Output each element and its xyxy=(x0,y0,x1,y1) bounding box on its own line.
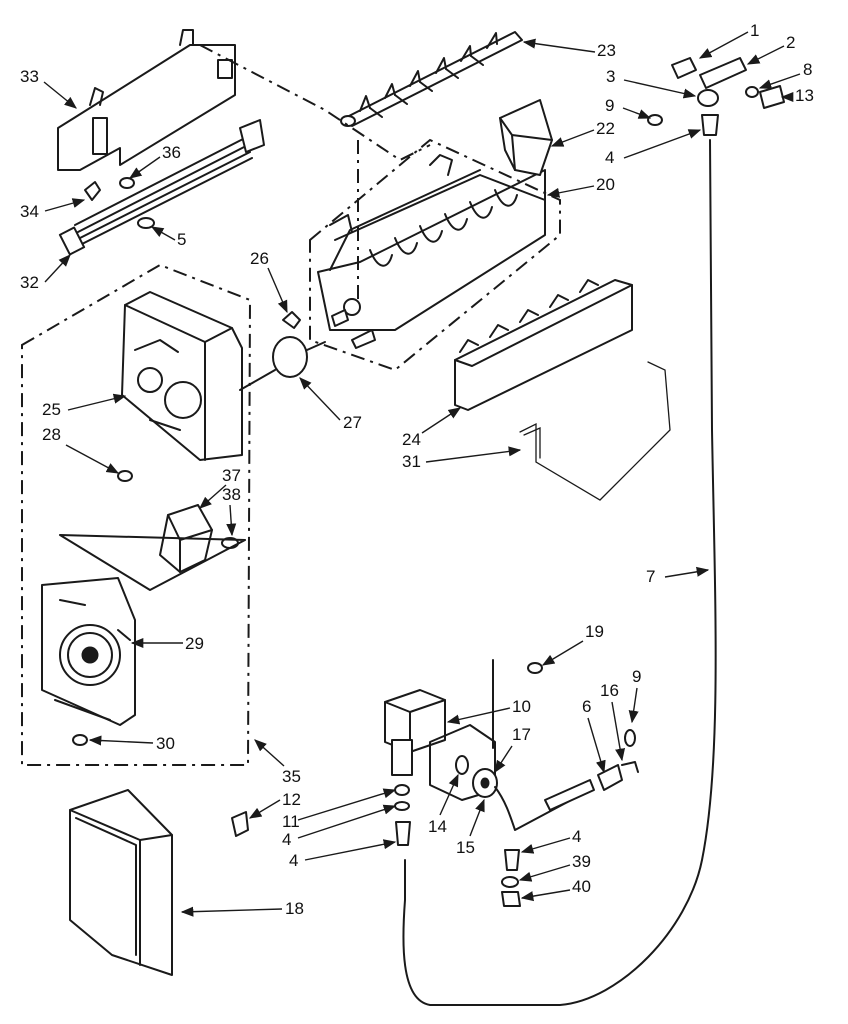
callout-37: 37 xyxy=(222,466,241,485)
callout-20: 20 xyxy=(596,175,615,194)
callout-29: 29 xyxy=(185,634,204,653)
valve-fittings xyxy=(231,784,521,907)
callout-26: 26 xyxy=(250,249,269,268)
callout-8: 8 xyxy=(803,60,812,79)
callout-16: 16 xyxy=(600,681,619,700)
callout-6: 6 xyxy=(582,697,591,716)
water-valve xyxy=(384,659,639,831)
callout-27: 27 xyxy=(343,413,362,432)
assembly-lines xyxy=(199,44,561,372)
callout-28: 28 xyxy=(42,425,61,444)
control-module-group xyxy=(21,263,276,766)
shut-off-arm xyxy=(519,361,671,501)
callout-19: 19 xyxy=(585,622,604,641)
callout-24: 24 xyxy=(402,430,421,449)
callout-12: 12 xyxy=(282,790,301,809)
callout-25: 25 xyxy=(42,400,61,419)
callout-39: 39 xyxy=(572,852,591,871)
callout-13: 13 xyxy=(795,86,814,105)
callout-18: 18 xyxy=(285,899,304,918)
callout-36: 36 xyxy=(162,143,181,162)
stripper xyxy=(454,279,633,411)
motor-coupler xyxy=(272,311,326,378)
mounting-plate-bracket xyxy=(57,29,236,171)
module-mounting-plate xyxy=(41,577,136,746)
callout-11: 11 xyxy=(282,812,300,831)
callout-4-top: 4 xyxy=(605,148,614,167)
callout-35: 35 xyxy=(282,767,301,786)
callout-10: 10 xyxy=(512,697,531,716)
callout-4-low: 4 xyxy=(289,851,298,870)
callout-23: 23 xyxy=(597,41,616,60)
callout-7: 7 xyxy=(646,567,655,586)
fill-cup xyxy=(499,99,553,176)
callout-5: 5 xyxy=(177,230,186,249)
callout-1: 1 xyxy=(750,21,759,40)
callout-2: 2 xyxy=(786,33,795,52)
drive-motor xyxy=(59,504,246,591)
callout-30: 30 xyxy=(156,734,175,753)
callout-22: 22 xyxy=(596,119,615,138)
callout-4-mid: 4 xyxy=(282,830,291,849)
callout-15: 15 xyxy=(456,838,475,857)
callout-34: 34 xyxy=(20,202,39,221)
ejector-blade xyxy=(340,31,523,127)
callout-3: 3 xyxy=(606,67,615,86)
filter-box xyxy=(69,789,173,976)
callout-17: 17 xyxy=(512,725,531,744)
callout-14: 14 xyxy=(428,817,447,836)
callout-32: 32 xyxy=(20,273,39,292)
callout-9-top: 9 xyxy=(605,96,614,115)
callout-9-right: 9 xyxy=(632,667,641,686)
callouts: 1 2 3 8 13 9 4 22 20 23 33 36 34 5 32 26… xyxy=(20,21,814,918)
water-fill-tube xyxy=(402,57,785,1006)
callout-31: 31 xyxy=(402,452,421,471)
callout-40: 40 xyxy=(572,877,591,896)
wiring-harness xyxy=(58,119,265,256)
callout-33: 33 xyxy=(20,67,39,86)
ice-mold xyxy=(317,154,546,349)
callout-38: 38 xyxy=(222,485,241,504)
callout-4-right: 4 xyxy=(572,827,581,846)
